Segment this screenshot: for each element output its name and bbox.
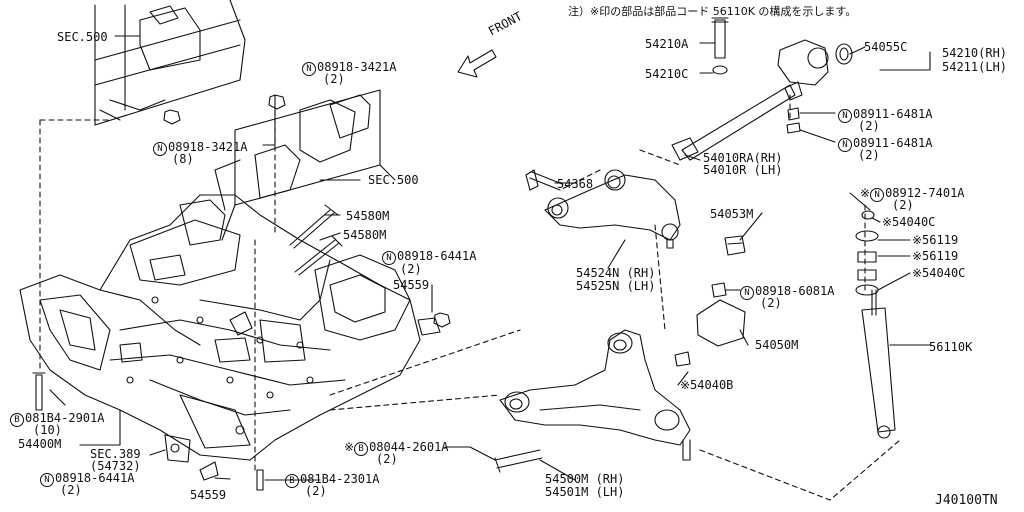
label-54400m[interactable]: 54400M bbox=[18, 437, 62, 451]
qty-08918-6441a-bot: (2) bbox=[60, 483, 82, 497]
label-56119-b[interactable]: ※56119 bbox=[912, 249, 959, 263]
label-sec389[interactable]: SEC.389 bbox=[90, 447, 141, 461]
front-arrow bbox=[457, 49, 497, 78]
label-54559-mid[interactable]: 54559 bbox=[393, 278, 430, 292]
label-sec500-upper[interactable]: SEC.500 bbox=[57, 30, 108, 44]
label-sec500-lower[interactable]: SEC.500 bbox=[368, 173, 419, 187]
b-symbol-icon: B bbox=[354, 442, 369, 456]
upper-link-bracket bbox=[711, 17, 853, 86]
label-54211-lh[interactable]: 54211(LH) bbox=[942, 60, 1008, 74]
component-note: 注）※印の部品は部品コード 56110K の構成を示します。 bbox=[568, 5, 857, 18]
front-suspension-member bbox=[19, 194, 421, 463]
n-symbol-icon: N bbox=[40, 473, 54, 487]
n-symbol-icon: N bbox=[153, 142, 167, 156]
n-symbol-icon: N bbox=[302, 62, 316, 76]
bump-stopper bbox=[724, 235, 746, 256]
qty-08911-6481a-b: (2) bbox=[858, 148, 880, 162]
qty-08911-6481a-a: (2) bbox=[858, 119, 880, 133]
qty-08918-6441a-mid: (2) bbox=[400, 262, 422, 276]
label-54053m[interactable]: 54053M bbox=[710, 207, 754, 221]
n-symbol-icon: N bbox=[838, 109, 852, 123]
qty-08912-7401a: (2) bbox=[892, 198, 914, 212]
label-54210-rh[interactable]: 54210(RH) bbox=[942, 46, 1008, 60]
label-54500m[interactable]: 54500M (RH) bbox=[545, 472, 625, 486]
body-frame-rail-lower bbox=[214, 89, 396, 241]
diagram-code: J40100TN bbox=[935, 493, 998, 508]
leader-lines bbox=[49, 35, 931, 481]
n-symbol-icon: N bbox=[870, 188, 885, 202]
stopper-bracket bbox=[696, 282, 746, 347]
label-54210c[interactable]: 54210C bbox=[645, 67, 689, 81]
qty-08044-2601a: (2) bbox=[376, 452, 398, 466]
qty-08918-3421a-top: (2) bbox=[323, 72, 345, 86]
label-54040b[interactable]: ※54040B bbox=[680, 378, 734, 392]
label-54580m-b[interactable]: 54580M bbox=[343, 228, 387, 242]
qty-081b4-2901a: (10) bbox=[33, 423, 62, 437]
label-54368[interactable]: 54368 bbox=[557, 177, 594, 191]
upper-link-shaft bbox=[671, 81, 803, 161]
b-symbol-icon: B bbox=[285, 474, 299, 488]
label-54580m-a[interactable]: 54580M bbox=[346, 209, 390, 223]
label-54040c-a[interactable]: ※54040C bbox=[882, 215, 936, 229]
body-frame-rail-upper bbox=[94, 0, 246, 126]
label-54524n[interactable]: 54524N (RH) bbox=[576, 266, 656, 280]
sub-sec389: (54732) bbox=[90, 459, 141, 473]
qty-08918-3421a-left: (8) bbox=[172, 152, 194, 166]
label-54501m[interactable]: 54501M (LH) bbox=[545, 485, 625, 499]
lower-control-arm bbox=[494, 329, 691, 473]
upper-control-arm bbox=[525, 169, 681, 249]
label-54010ra[interactable]: 54010RA(RH) bbox=[703, 151, 783, 165]
label-54525n[interactable]: 54525N (LH) bbox=[576, 279, 656, 293]
n-symbol-icon: N bbox=[382, 251, 396, 265]
label-54559-bot[interactable]: 54559 bbox=[190, 488, 227, 502]
label-56119-a[interactable]: ※56119 bbox=[912, 233, 959, 247]
label-54040c-b[interactable]: ※54040C bbox=[912, 266, 966, 280]
label-54010r[interactable]: 54010R (LH) bbox=[703, 163, 783, 177]
n-symbol-icon: N bbox=[740, 286, 754, 300]
label-54050m[interactable]: 54050M bbox=[755, 338, 799, 352]
frame-fasteners bbox=[32, 94, 451, 491]
label-56110k[interactable]: 56110K bbox=[929, 340, 973, 354]
qty-08918-6081a: (2) bbox=[760, 296, 782, 310]
n-symbol-icon: N bbox=[838, 138, 852, 152]
shock-absorber bbox=[855, 210, 896, 439]
label-54055c[interactable]: 54055C bbox=[864, 40, 908, 54]
label-54210a[interactable]: 54210A bbox=[645, 37, 689, 51]
b-symbol-icon: B bbox=[10, 413, 24, 427]
qty-081b4-2301a: (2) bbox=[305, 484, 327, 498]
